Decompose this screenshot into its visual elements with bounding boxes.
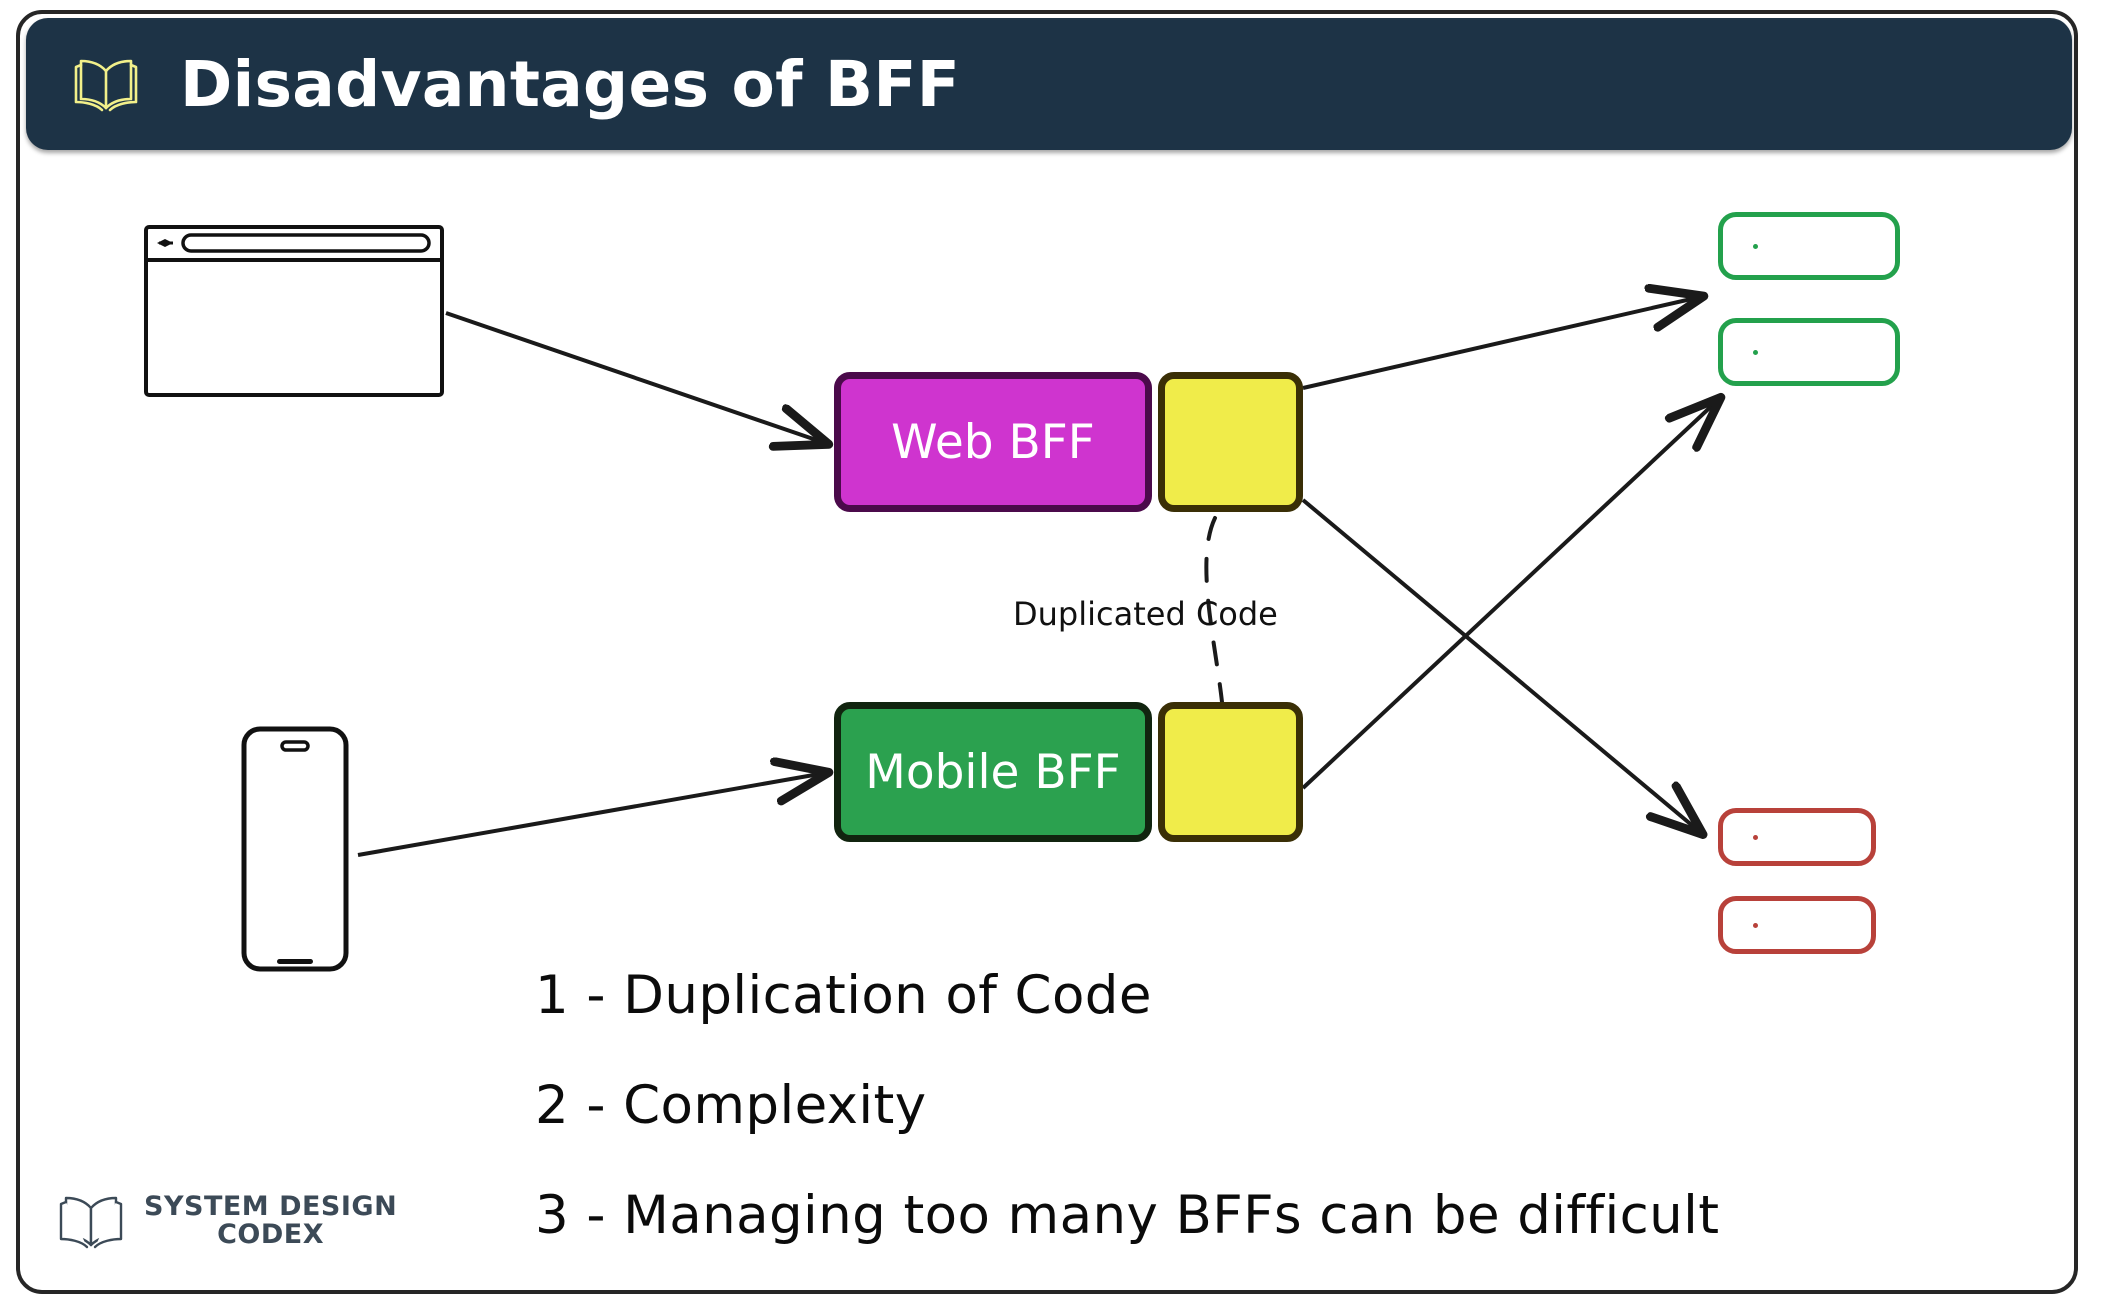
mobile-bff-box[interactable]: Mobile BFF [834,702,1152,842]
list-item: 1 - Duplication of Code [535,965,1152,1026]
green-service-chip-1[interactable] [1718,212,1900,280]
web-bff-box[interactable]: Web BFF [834,372,1152,512]
slide-header: Disadvantages of BFF [26,18,2072,150]
service-web-bff[interactable]: Web BFF [834,372,1303,512]
mobile-bff-label: Mobile BFF [865,744,1121,800]
open-book-icon [59,1196,123,1249]
logo-line-2: CODEX [217,1219,325,1250]
green-chip-dot [1753,244,1758,249]
open-book-icon [74,59,138,112]
red-service-chip-1[interactable] [1718,808,1876,866]
duplicated-code-label: Duplicated Code [1013,595,1278,633]
list-item: 3 - Managing too many BFFs can be diffic… [535,1185,1720,1246]
red-service-chip-2[interactable] [1718,896,1876,954]
mobile-phone-icon [241,726,349,972]
service-mobile-bff[interactable]: Mobile BFF [834,702,1303,842]
disadvantages-list: 1 - Duplication of Code 2 - Complexity 3… [535,965,1835,1246]
green-chip-dot [1753,350,1758,355]
brand-logo: SYSTEM DESIGN CODEX [52,1190,397,1252]
page-title: Disadvantages of BFF [180,47,961,121]
red-chip-dot [1753,923,1758,928]
red-chip-dot [1753,835,1758,840]
logo-text: SYSTEM DESIGN CODEX [144,1190,398,1250]
mobile-bff-duplicated-module[interactable] [1158,702,1303,842]
browser-window-icon [144,225,444,397]
web-bff-duplicated-module[interactable] [1158,372,1303,512]
logo-line-1: SYSTEM DESIGN [144,1190,398,1222]
list-item: 2 - Complexity [535,1075,927,1136]
slide-frame [16,10,2078,1294]
web-bff-label: Web BFF [891,414,1095,470]
green-service-chip-2[interactable] [1718,318,1900,386]
